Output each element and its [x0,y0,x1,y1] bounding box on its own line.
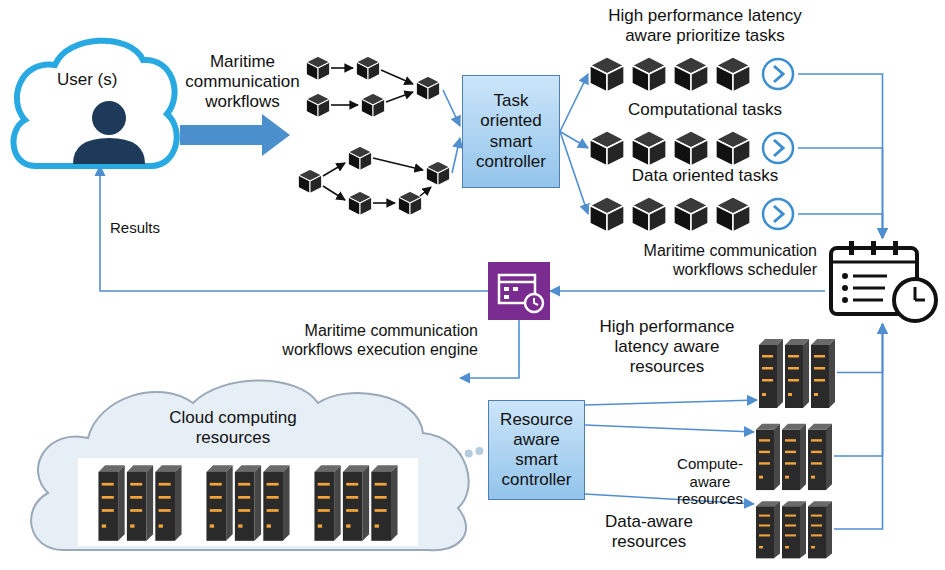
resource-cloud-art [18,368,478,560]
controller-label: Resource aware smart controller [493,410,580,490]
flow-connector [834,324,883,529]
resource-cloud: Cloud computing resources [18,368,478,560]
flow-connector [834,324,883,456]
server-icon-art [757,335,837,410]
cloud-label: Cloud computing resources [153,408,313,448]
flow-connector [837,324,883,373]
server-icon-art [754,420,834,492]
resource-label: High performance latency aware resources [585,317,749,377]
user-cloud: User (s) [5,30,181,172]
flow-connector [560,132,588,215]
task-group: Computational tasks [560,100,850,168]
flow-connector [550,290,825,292]
flow-connector [585,400,757,405]
workflow-dag [306,56,439,117]
bubble-connector [458,450,484,456]
resource-label: Data-aware resources [597,512,701,552]
feed-line [443,90,460,126]
flow-connector [798,74,883,238]
feed-line [452,138,460,173]
scheduler-icon: Maritime communication workflows schedul… [825,238,940,324]
scheduler-icon-art [825,238,940,324]
engine-label: Maritime communication workflows executi… [248,322,478,360]
server-icon-art [754,498,834,560]
cube-row [588,54,798,94]
task-group: Data oriented tasks [560,166,850,234]
input-arrow [180,114,290,156]
flow-connector [100,166,488,291]
task-group: High performance latency aware prioritiz… [560,6,850,94]
controller-box: Task oriented smart controller [462,75,560,188]
flow-connector [798,214,883,238]
task-group-label: Data oriented tasks [585,166,825,186]
server-icon: Compute-aware resources [754,420,834,492]
scheduler-label: Maritime communication workflows schedul… [587,242,817,280]
engine-icon: Maritime communication workflows executi… [488,262,550,320]
user-label: User (s) [57,70,157,90]
flow-label: Maritime communication workflows [185,52,300,112]
engine-icon-art [488,262,550,320]
cube-row [588,128,798,168]
flow-connector [560,74,588,132]
cube-row [588,194,798,234]
flow-connector [798,148,883,238]
controller-label: Task oriented smart controller [467,91,555,171]
server-icon: Data-aware resources [754,498,834,560]
edge-label: Results [108,219,162,237]
task-group-label: High performance latency aware prioritiz… [585,6,825,46]
resource-label: Compute-aware resources [670,455,750,508]
server-icon: High performance latency aware resources [757,335,837,410]
task-group-label: Computational tasks [585,100,825,120]
user-cloud-art [5,30,181,172]
workflow-dag [298,146,449,215]
controller-box: Resource aware smart controller [488,400,585,500]
flow-connector [585,425,754,432]
